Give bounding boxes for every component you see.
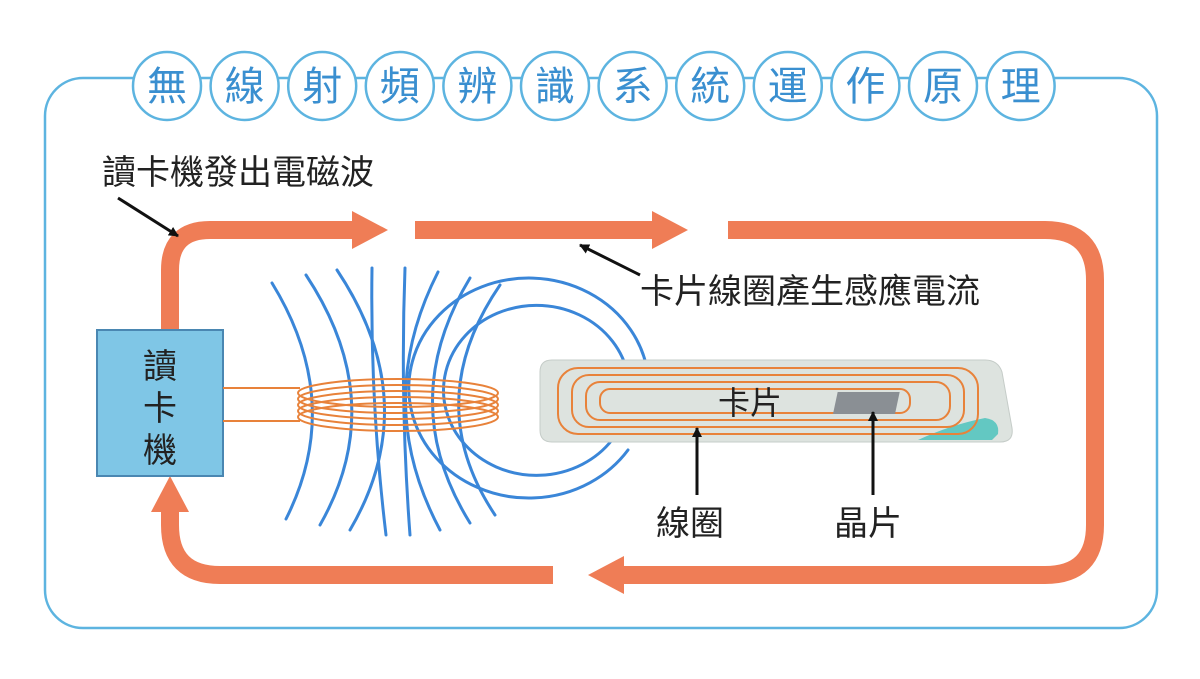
flow-right xyxy=(620,221,1104,584)
title-char-circle xyxy=(519,50,591,122)
title-char-circle xyxy=(364,50,436,122)
title-char: 辨 xyxy=(457,64,497,110)
flow-top-left xyxy=(161,221,355,330)
chip-label: 晶片 xyxy=(834,504,902,544)
title-char: 原 xyxy=(923,64,963,110)
title-char-circle xyxy=(442,50,513,122)
reader-box xyxy=(96,329,224,477)
flow-arrowheads xyxy=(151,211,688,594)
reader-coil-wires xyxy=(223,387,300,422)
title-char: 線 xyxy=(225,64,265,110)
card-antenna-coil xyxy=(557,367,979,435)
arrowhead-top-1 xyxy=(352,211,388,249)
reader-emits-label: 讀卡機發出電磁波 xyxy=(102,153,374,193)
pointer-reader-emits xyxy=(117,196,179,238)
reader-label-char: 機 xyxy=(143,431,177,471)
title-char: 理 xyxy=(1001,64,1041,110)
rfid-card xyxy=(539,359,1013,443)
reader-antenna-coil xyxy=(297,378,499,432)
title-char: 無 xyxy=(147,64,187,110)
title-char: 作 xyxy=(845,64,885,110)
title-char-circle xyxy=(674,50,746,122)
arrowhead-top-2 xyxy=(652,211,688,249)
coil-label: 線圈 xyxy=(656,504,724,544)
title-char: 頻 xyxy=(380,64,420,110)
title-char-circle xyxy=(907,50,979,122)
title-char-circle xyxy=(752,50,824,122)
title-char-circle xyxy=(131,50,203,122)
title-char-circle xyxy=(286,50,358,122)
pointer-arrows xyxy=(117,196,878,495)
title-char: 統 xyxy=(690,64,730,110)
diagram-title: 無線射頻辨識系統運作原理 xyxy=(131,50,1056,122)
flow-bottom-left xyxy=(161,510,553,584)
title-char: 系 xyxy=(613,64,653,110)
energy-flow-loop xyxy=(161,221,1104,584)
title-char: 射 xyxy=(302,64,342,110)
card-induces-label: 卡片線圈產生感應電流 xyxy=(640,272,980,312)
reader-label: 讀卡機 xyxy=(143,347,177,471)
arrowhead-left-up xyxy=(151,476,189,512)
title-char: 運 xyxy=(768,64,808,110)
reader-label-char: 讀 xyxy=(143,347,177,387)
card-label: 卡片 xyxy=(718,384,782,422)
pointer-card-induces xyxy=(579,243,641,277)
arrowhead-bottom xyxy=(588,556,624,594)
title-char-circle xyxy=(209,50,280,122)
chip xyxy=(833,392,900,414)
reader-label-char: 卡 xyxy=(143,389,177,429)
title-char-circle xyxy=(597,50,668,122)
title-char-circle xyxy=(985,50,1056,122)
title-char: 識 xyxy=(535,64,575,110)
title-char-circle xyxy=(830,50,901,122)
magnetic-field-lines xyxy=(270,266,650,537)
